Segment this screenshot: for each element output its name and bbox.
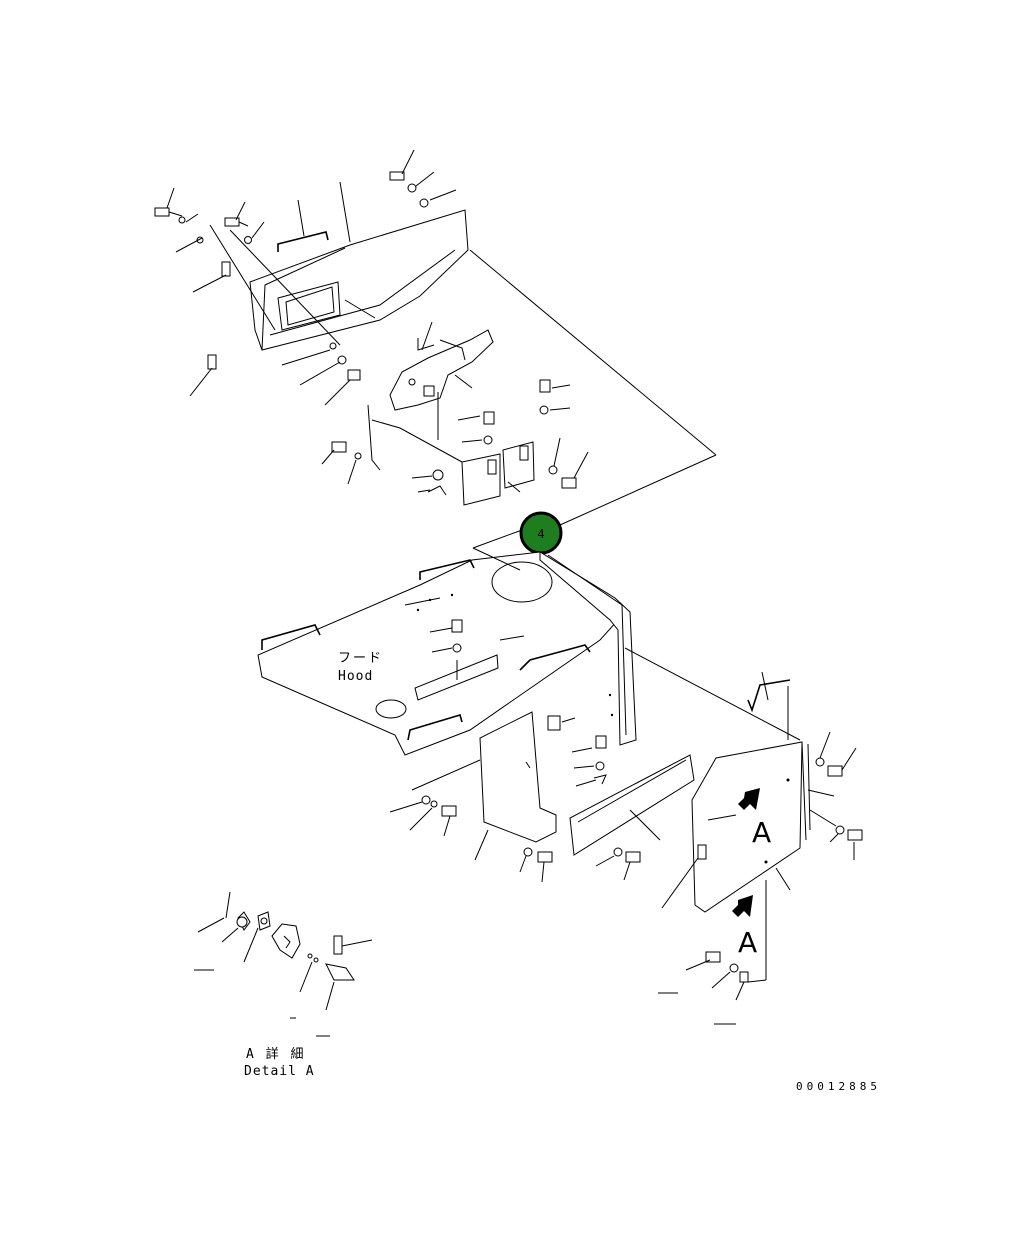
detail-label-jp: A 詳 細	[246, 1046, 305, 1062]
lower-center-panel	[569, 735, 695, 881]
view-mark-a-upper: A	[752, 816, 771, 849]
lower-left-panel	[389, 711, 576, 883]
view-arrow-upper	[738, 788, 760, 810]
bolt-group-upper-mid	[329, 342, 361, 381]
detail-a-assembly	[194, 891, 373, 1037]
hood-assembly	[257, 547, 801, 756]
upper-handle	[277, 231, 329, 252]
hood-side-panel	[539, 551, 637, 746]
leader-lines-upper	[166, 149, 457, 406]
hood-top-surface	[257, 551, 619, 756]
drawing-number: 00012885	[796, 1080, 881, 1093]
hood-label-en: Hood	[338, 669, 373, 684]
upper-bracket-assembly	[154, 149, 717, 526]
view-arrow-lower	[732, 895, 753, 917]
bolt-group-upper-left	[154, 207, 252, 370]
mid-bracket-assembly	[321, 321, 589, 506]
hood-opening-top	[491, 561, 553, 603]
right-door-panel	[658, 671, 863, 1025]
hood-label-jp: フード	[338, 651, 383, 666]
callout-4[interactable]: 4	[519, 511, 563, 555]
view-mark-a-lower: A	[738, 926, 757, 959]
callout-number: 4	[537, 527, 544, 541]
upper-inner-plate	[277, 281, 341, 331]
mid-bracket	[389, 329, 494, 411]
hood-handle-left	[261, 624, 321, 650]
detail-label-en: Detail A	[244, 1064, 315, 1079]
hood-handle-top	[419, 559, 475, 580]
detail-a-cam	[271, 923, 301, 959]
hood-handle-front	[407, 714, 463, 741]
bolt-group-upper-top	[389, 171, 429, 208]
hood-handle-front-right	[519, 644, 591, 671]
hinge-bracket-right	[502, 441, 535, 489]
hood-opening-front	[375, 699, 407, 719]
